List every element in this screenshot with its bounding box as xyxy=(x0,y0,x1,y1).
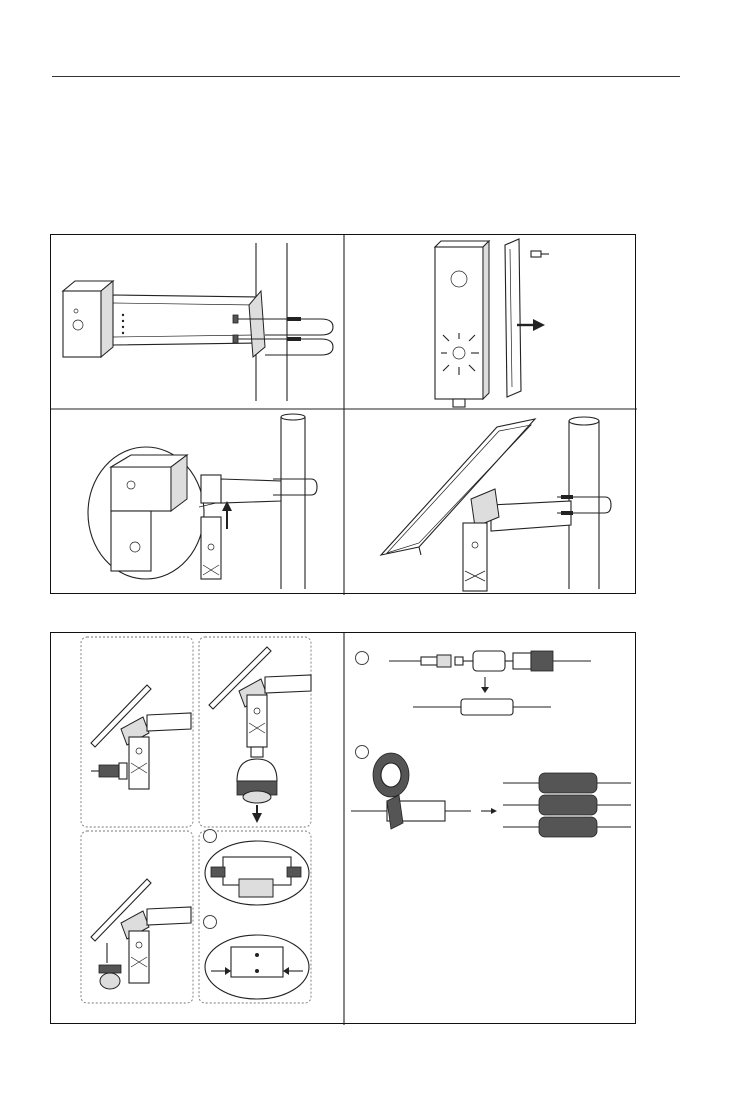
drawing-connector-details xyxy=(205,841,309,999)
drawing-small-camera-attach xyxy=(91,879,191,989)
panel-box-mounting xyxy=(88,414,317,589)
figure-2-svg xyxy=(51,633,637,1025)
drawing-cable-connection xyxy=(389,651,591,715)
step-marker-4 xyxy=(355,745,369,759)
drawing-waterproof-taping xyxy=(351,753,631,837)
drawing-ptz-camera-attach xyxy=(209,647,311,823)
figure-bracket-installation xyxy=(50,234,636,594)
drawing-bullet-camera-attach xyxy=(91,685,191,789)
step-marker-1 xyxy=(203,829,217,843)
panel-bracket-on-pole xyxy=(63,243,333,401)
panel-solar-panel-mounted xyxy=(381,417,611,591)
figure-camera-installation xyxy=(50,632,636,1024)
step-marker-3 xyxy=(355,651,369,665)
step-marker-2 xyxy=(203,915,217,929)
figure-1-svg xyxy=(51,235,637,595)
header-rule xyxy=(52,76,680,77)
panel-junction-box-cover xyxy=(435,239,549,407)
